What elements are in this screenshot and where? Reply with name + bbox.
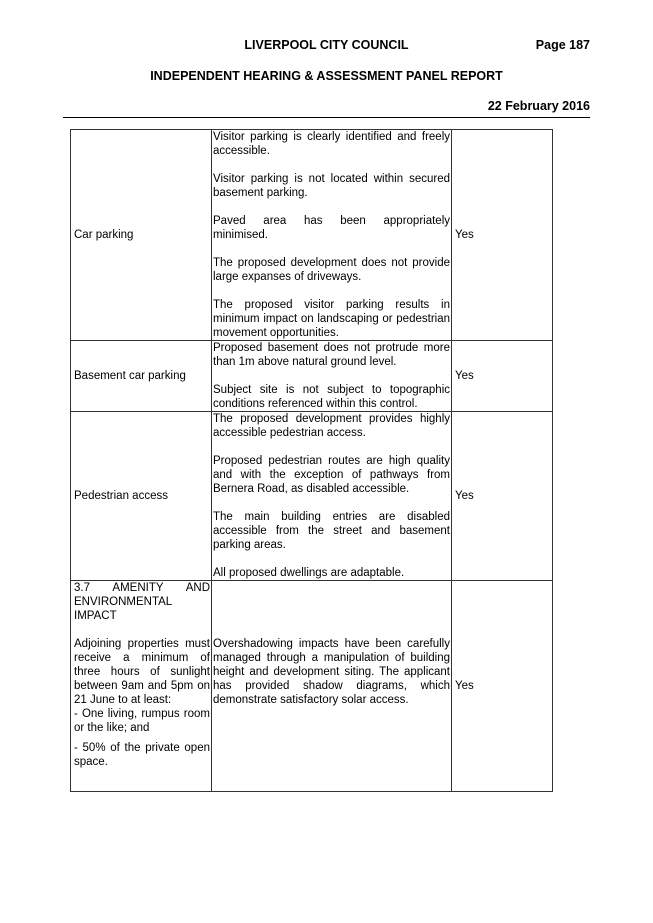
response-text: The proposed development provides highly… [213, 413, 450, 439]
assessment-table: Car parking Visitor parking is clearly i… [70, 129, 553, 792]
control-text: - 50% of the private open space. [74, 742, 210, 768]
control-label: Car parking [70, 129, 212, 341]
response-text: Visitor parking is clearly identified an… [213, 131, 450, 157]
compliance-cell: Yes [451, 340, 553, 412]
control-text: - One living, rumpus room or the like; a… [74, 708, 210, 734]
response-text: Proposed basement does not protrude more… [213, 342, 450, 368]
control-label: Pedestrian access [70, 411, 212, 581]
response-text: All proposed dwellings are adaptable. [213, 567, 405, 579]
header-rule [63, 117, 590, 118]
response-cell: Visitor parking is clearly identified an… [211, 129, 452, 341]
response-text: The main building entries are disabled a… [213, 511, 450, 551]
table-row-amenity: 3.7 AMENITY AND ENVIRONMENTAL IMPACT Adj… [70, 580, 553, 792]
compliance-cell: Yes [451, 411, 553, 581]
section-heading: 3.7 AMENITY AND ENVIRONMENTAL IMPACT [74, 582, 210, 622]
response-text: Overshadowing impacts have been carefull… [213, 638, 450, 706]
response-text: Paved area has been appropriately minimi… [213, 215, 450, 241]
response-text: The proposed development does not provid… [213, 257, 450, 283]
compliance-cell: Yes [451, 129, 553, 341]
report-title: INDEPENDENT HEARING & ASSESSMENT PANEL R… [150, 69, 503, 83]
response-text: The proposed visitor parking results in … [213, 299, 450, 339]
council-name: LIVERPOOL CITY COUNCIL [244, 38, 409, 52]
response-text: Subject site is not subject to topograph… [213, 384, 450, 410]
response-cell: Overshadowing impacts have been carefull… [211, 580, 452, 792]
response-cell: Proposed basement does not protrude more… [211, 340, 452, 412]
control-cell: 3.7 AMENITY AND ENVIRONMENTAL IMPACT Adj… [70, 580, 212, 792]
compliance-cell: Yes [451, 580, 553, 792]
response-cell: The proposed development provides highly… [211, 411, 452, 581]
control-label: Basement car parking [70, 340, 212, 412]
response-text: Visitor parking is not located within se… [213, 173, 450, 199]
report-date: 22 February 2016 [487, 99, 590, 113]
response-text: Proposed pedestrian routes are high qual… [213, 455, 450, 495]
table-row-basement: Basement car parking Proposed basement d… [70, 340, 553, 412]
table-row-car-parking: Car parking Visitor parking is clearly i… [70, 129, 553, 341]
page-number: Page 187 [535, 38, 590, 52]
table-row-pedestrian: Pedestrian access The proposed developme… [70, 411, 553, 581]
control-text: Adjoining properties must receive a mini… [74, 638, 210, 706]
